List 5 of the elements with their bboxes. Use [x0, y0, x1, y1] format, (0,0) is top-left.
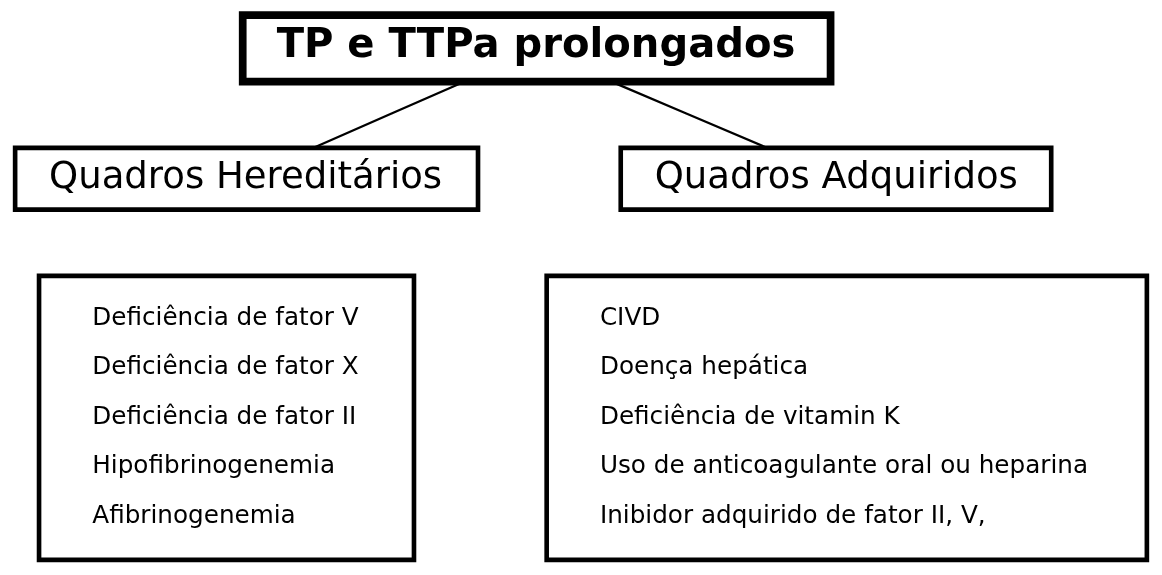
node-box: Quadros Hereditários: [12, 145, 481, 212]
node-box: Deficiência de fator V Deficiência de fator X Deficiência de fator II Hipofibrinogenemia Afibrinogenemia: [36, 273, 417, 563]
node-box: CIVD Doença hepática Deficiência de vitamin K Uso de anticoagulante oral ou heparina Inibidor adquirido de fator II, V,: [544, 273, 1150, 563]
node-box: TP e TTPa prolongados: [238, 11, 835, 86]
node-box: Quadros Adquiridos: [618, 145, 1054, 212]
